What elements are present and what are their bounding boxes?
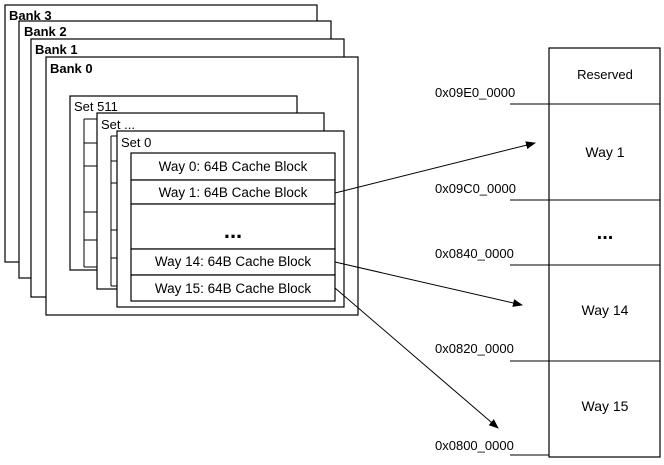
memory-row-way-14: Way 14 xyxy=(582,302,629,318)
memory-row-ellipsis: ... xyxy=(597,222,614,244)
arrow-way-14 xyxy=(334,261,523,307)
set-0: Set 0 Way 0: 64B Cache Block Way 1: 64B … xyxy=(116,130,345,308)
cache-block-way-1: Way 1: 64B Cache Block xyxy=(130,179,336,205)
cache-block-ellipsis: ... xyxy=(130,203,336,250)
set-0-label: Set 0 xyxy=(121,135,151,150)
cache-block-way-1-label: Way 1: 64B Cache Block xyxy=(159,185,308,200)
memory-row-way-1: Way 1 xyxy=(585,144,624,160)
address-label: 0x0840_0000 xyxy=(435,246,514,261)
memory-row-reserved: Reserved xyxy=(577,67,633,82)
bank-0-label: Bank 0 xyxy=(50,61,93,76)
address-labels: 0x09E0_0000 0x09C0_0000 0x0840_0000 0x08… xyxy=(435,85,549,456)
arrow-way-1 xyxy=(334,141,536,194)
cache-block-way-0-label: Way 0: 64B Cache Block xyxy=(159,159,308,174)
set-middle-label: Set ... xyxy=(101,117,135,132)
address-label: 0x0800_0000 xyxy=(435,438,514,453)
mapping-arrows xyxy=(334,141,536,429)
cache-block-way-14-label: Way 14: 64B Cache Block xyxy=(155,254,312,269)
bank-1-label: Bank 1 xyxy=(35,42,78,57)
cache-block-ellipsis-label: ... xyxy=(224,218,242,243)
memory-map: Reserved Way 1 ... Way 14 Way 15 xyxy=(548,47,661,458)
arrow-way-15 xyxy=(334,287,499,429)
cache-block-way-14: Way 14: 64B Cache Block xyxy=(130,248,336,276)
cache-block-way-15: Way 15: 64B Cache Block xyxy=(130,274,336,302)
address-label: 0x09E0_0000 xyxy=(435,85,515,100)
bank-2-label: Bank 2 xyxy=(24,24,67,39)
cache-block-way-15-label: Way 15: 64B Cache Block xyxy=(155,281,312,296)
cache-block-way-0: Way 0: 64B Cache Block xyxy=(130,152,336,181)
bank-3-label: Bank 3 xyxy=(9,8,52,23)
address-label: 0x0820_0000 xyxy=(435,341,514,356)
memory-row-way-15: Way 15 xyxy=(582,398,629,414)
set-511-label: Set 511 xyxy=(74,99,118,114)
address-label: 0x09C0_0000 xyxy=(435,181,516,196)
